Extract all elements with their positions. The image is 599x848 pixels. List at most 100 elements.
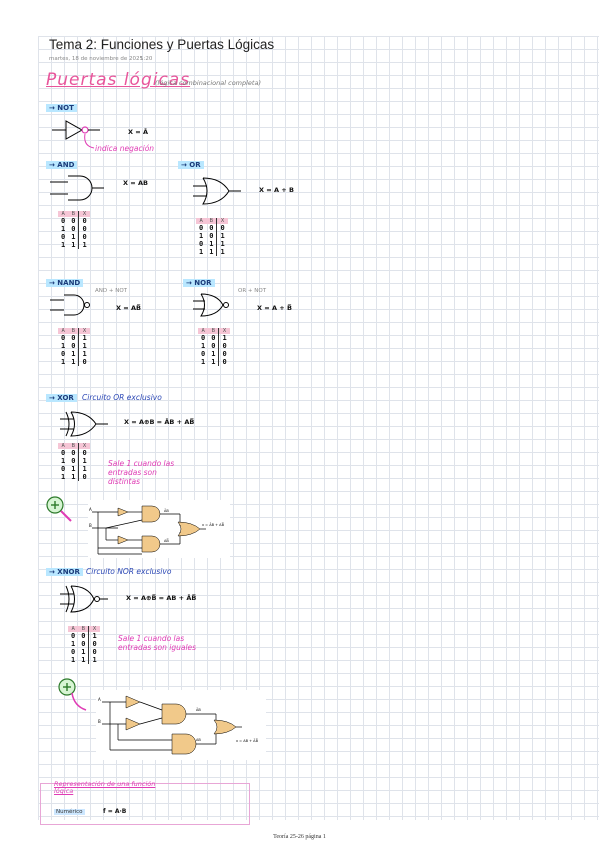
table-cell: 1 [201,342,206,350]
grid-background [38,36,599,820]
table-cell: 1 [88,632,100,640]
table-header: X [88,626,100,632]
table-cell: 1 [81,656,86,664]
xor-note: Sale 1 cuando las entradas son distintas [108,459,175,486]
xor-circuit-input-b: B [89,523,92,528]
table-cell: 0 [201,334,206,342]
table-cell: 1 [78,350,90,358]
page-title: Tema 2: Funciones y Puertas Lógicas [49,37,275,52]
xor-label: → XOR [46,394,77,402]
not-note-arrow [84,134,95,149]
table-cell: 0 [209,232,214,240]
table-header: X [218,328,230,334]
table-header: X [216,218,228,224]
xor-title: Circuito OR exclusivo [82,393,162,402]
table-header: A [196,218,207,224]
table-cell: 0 [71,632,76,640]
table-cell: 1 [71,640,76,648]
table-header: B [68,328,79,334]
table-cell: 1 [71,473,76,481]
page-footer: Teoría 25-26 página 1 [273,834,326,840]
or-equation: X = A + B [259,186,294,194]
xnor-circuit-wire-2: AB [196,738,201,742]
table-cell: 1 [71,465,76,473]
xor-gate-symbol [60,411,108,437]
xor-circuit-input-a: A [89,507,92,512]
xor-circuit-output: x = ĀB + AB̅ [202,522,225,527]
table-cell: 0 [71,334,76,342]
table-cell: 1 [71,350,76,358]
table-cell: 1 [211,350,216,358]
table-cell: 1 [209,248,214,256]
representation-item: Numérico [54,809,85,815]
table-cell: 0 [78,473,90,481]
table-cell: 1 [81,648,86,656]
table-cell: 0 [199,224,204,232]
not-equation: X = Ā [128,128,149,136]
table-cell: 0 [71,217,76,225]
zoom-icon[interactable] [44,494,76,526]
nand-equation: X = AB̅ [116,304,141,312]
table-cell: 1 [209,240,214,248]
table-header: X [78,443,90,449]
table-cell: 0 [61,233,66,241]
table-cell: 1 [216,232,228,240]
table-cell: 0 [209,224,214,232]
table-cell: 1 [78,342,90,350]
table-cell: 0 [78,225,90,233]
xor-circuit-diagram: A B ĀB AB̅ x = ĀB + AB̅ [88,500,230,558]
table-cell: 0 [61,334,66,342]
table-header: A [198,328,209,334]
table-header: B [206,218,217,224]
table-header: A [58,211,69,217]
table-cell: 0 [78,449,90,457]
and-gate-symbol [50,175,104,201]
table-cell: 0 [71,449,76,457]
section-title: Puertas lógicas [46,70,191,90]
zoom-icon-2[interactable] [56,676,88,712]
table-cell: 1 [71,358,76,366]
not-label: → NOT [46,104,77,112]
table-cell: 1 [71,656,76,664]
table-cell: 1 [61,225,66,233]
table-header: A [58,328,69,334]
table-cell: 0 [71,648,76,656]
table-header: A [68,626,79,632]
page-time: 1:20 [140,56,153,62]
table-cell: 1 [78,465,90,473]
table-cell: 1 [61,342,66,350]
xor-circuit-wire-1: ĀB [164,508,169,513]
table-cell: 0 [71,225,76,233]
xnor-gate-symbol [60,585,108,613]
table-cell: 1 [61,457,66,465]
table-header: X [78,328,90,334]
table-cell: 0 [61,449,66,457]
or-gate-symbol [193,177,241,205]
table-cell: 0 [81,640,86,648]
or-label: → OR [178,161,204,169]
table-cell: 0 [61,217,66,225]
table-cell: 1 [211,358,216,366]
table-cell: 0 [61,350,66,358]
table-cell: 0 [71,342,76,350]
table-cell: 0 [218,358,230,366]
